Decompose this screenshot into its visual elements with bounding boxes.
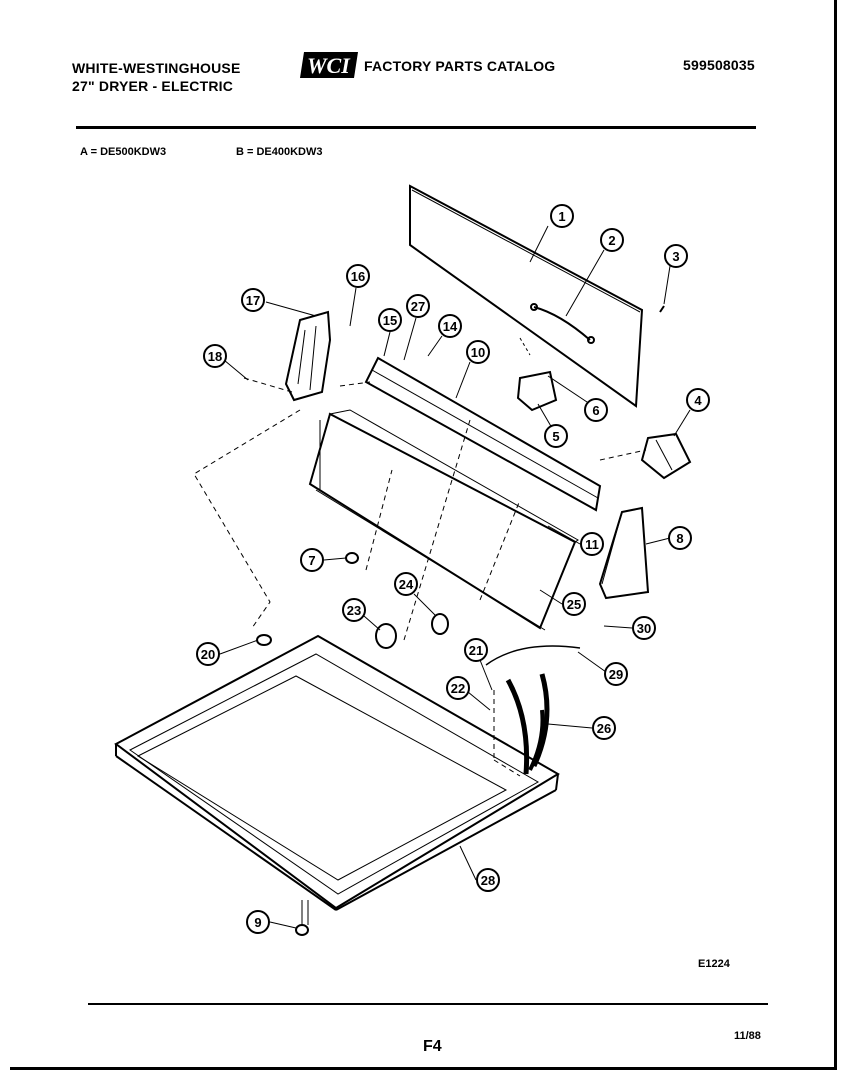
callout-15: 15 — [378, 308, 402, 357]
wci-logo: WCI — [300, 52, 358, 78]
page-number: F4 — [423, 1038, 442, 1055]
callout-25: 25 — [539, 589, 586, 616]
part-end-bracket-left — [284, 310, 332, 402]
callout-24: 24 — [394, 572, 437, 617]
svg-text:30: 30 — [637, 621, 651, 636]
svg-text:17: 17 — [246, 293, 260, 308]
part-console — [308, 409, 579, 631]
part-back-panel — [409, 184, 644, 408]
callout-21: 21 — [464, 638, 493, 691]
callout-26: 26 — [547, 716, 616, 740]
callout-17: 17 — [241, 288, 317, 317]
callout-7: 7 — [300, 548, 347, 572]
logo-text: WCI — [307, 53, 351, 78]
callout-9: 9 — [246, 910, 297, 934]
brand-line-2: 27" DRYER - ELECTRIC — [72, 78, 234, 94]
svg-text:6: 6 — [592, 403, 599, 418]
svg-text:2: 2 — [608, 233, 615, 248]
svg-text:21: 21 — [469, 643, 483, 658]
callout-6: 6 — [547, 375, 608, 422]
callout-8: 8 — [645, 526, 692, 550]
callout-4: 4 — [673, 388, 710, 437]
svg-text:4: 4 — [694, 393, 702, 408]
svg-text:20: 20 — [201, 647, 215, 662]
part-top-cover — [114, 634, 560, 911]
svg-text:23: 23 — [347, 603, 361, 618]
svg-text:11: 11 — [585, 537, 599, 552]
svg-text:26: 26 — [597, 721, 611, 736]
svg-text:29: 29 — [609, 667, 623, 682]
svg-text:8: 8 — [676, 531, 683, 546]
part-control-bar — [364, 356, 602, 512]
callout-10: 10 — [455, 340, 490, 399]
callout-18: 18 — [203, 344, 249, 381]
page-frame — [10, 0, 837, 1070]
svg-text:5: 5 — [552, 429, 559, 444]
svg-text:16: 16 — [351, 269, 365, 284]
header-rule — [76, 126, 756, 129]
footer-rule — [88, 1003, 768, 1005]
svg-text:3: 3 — [672, 249, 679, 264]
svg-text:24: 24 — [399, 577, 414, 592]
part-timer — [640, 432, 692, 480]
catalog-number: 599508035 — [683, 57, 755, 73]
svg-text:14: 14 — [443, 319, 458, 334]
footer-date: 11/88 — [734, 1030, 761, 1042]
callout-3: 3 — [663, 244, 688, 305]
svg-text:1: 1 — [558, 209, 565, 224]
diagram-code: E1224 — [698, 958, 730, 970]
callout-20: 20 — [196, 639, 259, 666]
callout-16: 16 — [346, 264, 370, 327]
callout-27: 27 — [403, 294, 430, 361]
brand-line-1: WHITE-WESTINGHOUSE — [72, 60, 241, 76]
svg-text:22: 22 — [451, 681, 465, 696]
svg-text:7: 7 — [308, 553, 315, 568]
part-end-cap-right — [598, 506, 650, 600]
callout-14: 14 — [427, 314, 462, 357]
svg-text:27: 27 — [411, 299, 425, 314]
callout-29: 29 — [577, 651, 628, 686]
svg-text:10: 10 — [471, 345, 485, 360]
svg-text:15: 15 — [383, 313, 397, 328]
svg-text:28: 28 — [481, 873, 495, 888]
svg-text:9: 9 — [254, 915, 261, 930]
callout-1: 1 — [529, 204, 574, 263]
callout-23: 23 — [342, 598, 381, 631]
callout-22: 22 — [446, 676, 491, 711]
part-switch — [516, 370, 558, 412]
callout-28: 28 — [459, 845, 500, 892]
model-b: B = DE400KDW3 — [236, 146, 323, 158]
callout-11: 11 — [547, 525, 604, 556]
callout-2: 2 — [565, 228, 624, 317]
svg-text:25: 25 — [567, 597, 581, 612]
callout-5: 5 — [537, 403, 568, 448]
callout-30: 30 — [603, 616, 656, 640]
model-a: A = DE500KDW3 — [80, 146, 167, 158]
svg-text:18: 18 — [208, 349, 222, 364]
catalog-title: FACTORY PARTS CATALOG — [364, 58, 556, 74]
